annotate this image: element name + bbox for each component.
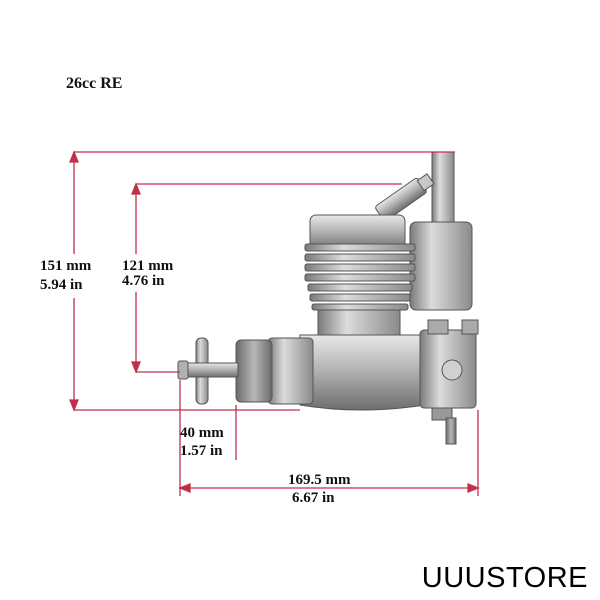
shaft-nut [177,360,189,380]
height-cylinder-mm: 121 mm [122,258,174,274]
dimension-lines [69,150,480,496]
exhaust-pipe [431,151,455,233]
length-total-mm: 169.5 mm [288,472,351,488]
prop-shaft-mm: 40 mm [180,425,224,441]
carb-top [427,319,449,335]
height-cylinder-in: 4.76 in [122,273,165,289]
diagram-title: 26cc RE [66,75,123,92]
prop-shaft-in: 1.57 in [180,443,223,459]
muffler [409,221,473,311]
cooling-fins [304,243,416,311]
prop-shaft [181,362,239,378]
throttle-linkage [431,407,453,421]
crankcase [299,334,426,411]
adjust-screw [445,417,457,445]
length-total-in: 6.67 in [292,490,335,506]
height-total-mm: 151 mm [40,258,92,274]
spark-plug [375,173,435,222]
store-watermark: UUUSTORE [421,562,588,594]
height-total-in: 5.94 in [40,277,83,293]
carb-port [441,359,463,381]
front-housing [267,337,314,405]
carb-top-2 [461,319,479,335]
engine-illustration [177,151,479,445]
drive-hub [235,339,273,403]
